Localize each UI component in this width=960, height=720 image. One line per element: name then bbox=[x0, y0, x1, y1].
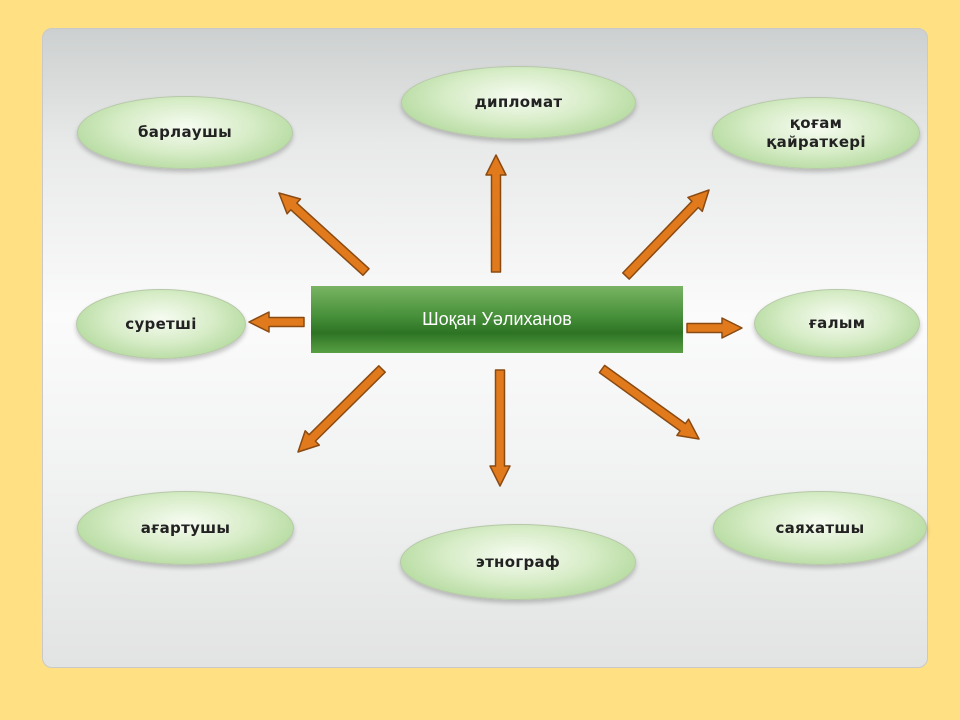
node-scientist: ғалым bbox=[754, 289, 920, 358]
node-public-figure-label: қоғам қайраткері bbox=[766, 114, 866, 152]
center-node: Шоқан Уәлиханов bbox=[311, 286, 683, 353]
node-artist-label: суретші bbox=[125, 314, 197, 333]
arrow-to-diplomat bbox=[485, 154, 507, 273]
arrow-to-artist bbox=[248, 311, 305, 333]
node-public-figure-line1: қоғам bbox=[789, 114, 843, 132]
node-diplomat-label: дипломат bbox=[474, 93, 563, 111]
arrow-to-ethnographer bbox=[489, 369, 511, 487]
node-educator: ағартушы bbox=[77, 491, 294, 565]
node-educator-label: ағартушы bbox=[140, 518, 231, 537]
arrow-to-scientist bbox=[686, 317, 743, 339]
node-public-figure-line2: қайраткері bbox=[766, 133, 866, 151]
node-traveler: саяхатшы bbox=[713, 491, 927, 565]
node-ethnographer-label: этнограф bbox=[475, 552, 561, 571]
node-artist: суретші bbox=[76, 289, 246, 359]
node-scientist-label: ғалым bbox=[808, 314, 866, 332]
center-label: Шоқан Уәлиханов bbox=[422, 309, 572, 329]
node-scout: барлаушы bbox=[77, 96, 293, 169]
node-diplomat: дипломат bbox=[401, 66, 636, 139]
arrow-to-traveler bbox=[598, 364, 700, 440]
arrow-to-public-figure bbox=[622, 189, 710, 280]
arrow-to-scout bbox=[278, 192, 370, 277]
node-traveler-label: саяхатшы bbox=[775, 518, 865, 537]
arrow-to-educator bbox=[297, 365, 386, 453]
node-public-figure: қоғам қайраткері bbox=[712, 97, 920, 169]
node-scout-label: барлаушы bbox=[137, 123, 233, 141]
node-ethnographer: этнограф bbox=[400, 524, 636, 600]
